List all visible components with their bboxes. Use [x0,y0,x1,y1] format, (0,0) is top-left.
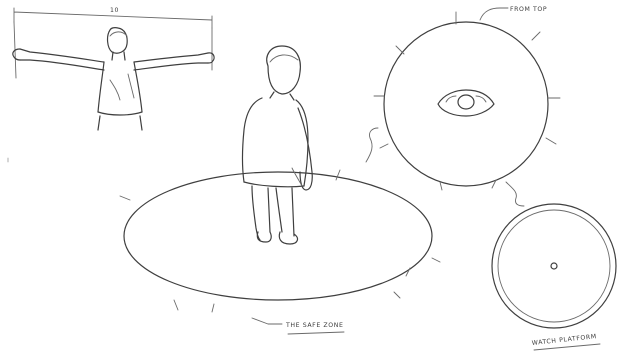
watch-platform [492,204,616,328]
top-view-circle [374,12,560,190]
standing-person [243,46,313,244]
safe-zone-label: THE SAFE ZONE [285,322,343,329]
from-top-label: FROM TOP [510,6,547,13]
arm-span-dimension-label: 10 [110,7,119,14]
safe-zone-leader [252,318,282,324]
safe-zone-ellipse [120,170,440,312]
arm-span-figure: 10 [13,7,214,130]
from-top-leader [480,8,508,20]
